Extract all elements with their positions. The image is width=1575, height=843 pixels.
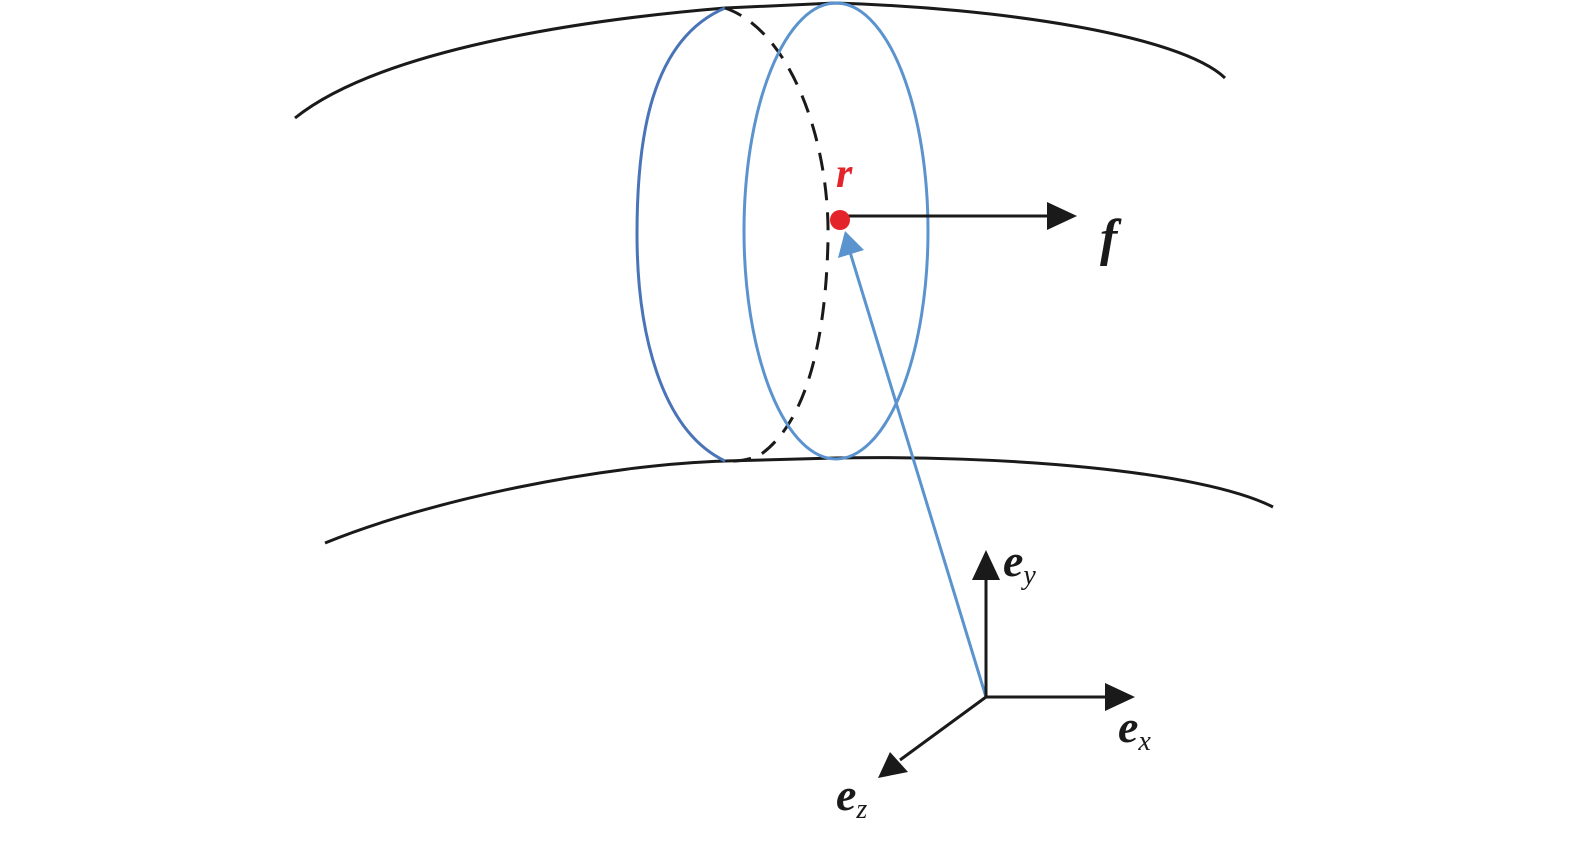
label-ex: ex	[1118, 701, 1151, 757]
label-f: f	[1100, 210, 1122, 267]
label-ez: ez	[836, 769, 867, 825]
ez-axis-arrowhead	[878, 752, 908, 778]
ey-axis-arrowhead	[972, 550, 1000, 580]
position-vector-arrowhead	[838, 231, 864, 258]
left-rim-back-arc	[635, 6, 726, 463]
front-rim-ellipse	[742, 1, 930, 461]
position-vector-line	[848, 251, 988, 698]
label-ey: ey	[1003, 535, 1036, 591]
material-point-r	[830, 210, 850, 230]
left-rim-hidden-arc	[724, 6, 830, 463]
force-vector-arrowhead	[1047, 202, 1077, 230]
ez-axis-line	[899, 695, 987, 762]
lower-surface-curve	[324, 456, 1274, 545]
label-r: r	[836, 151, 853, 197]
ex-axis-arrowhead	[1105, 683, 1135, 711]
